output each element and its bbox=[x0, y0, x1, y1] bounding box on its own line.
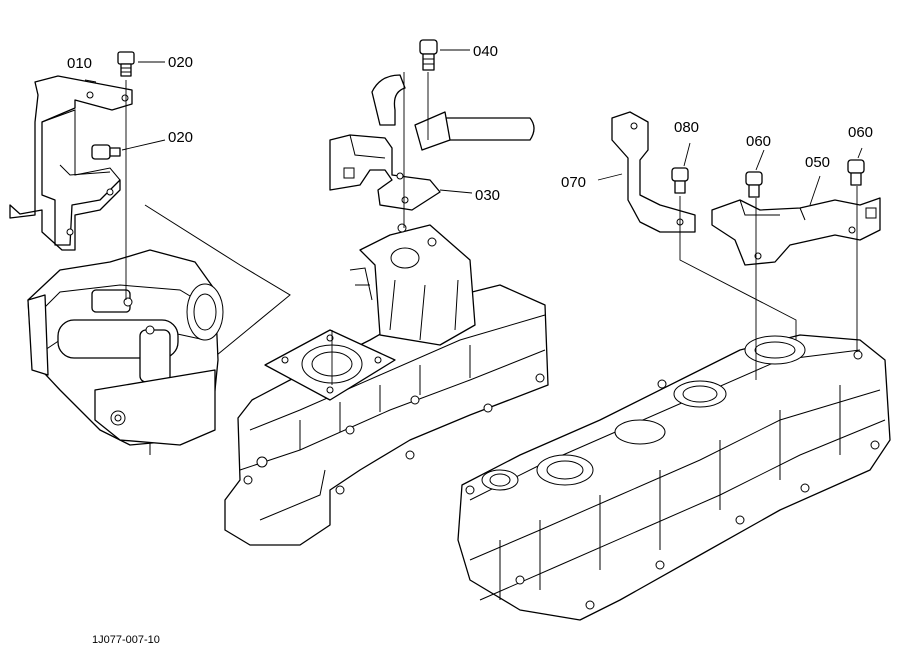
bolt-060-left bbox=[745, 171, 763, 198]
hose-assembly bbox=[371, 74, 535, 151]
bolt-060-right bbox=[847, 159, 865, 186]
callout-030: 030 bbox=[475, 187, 500, 204]
callout-080: 080 bbox=[674, 119, 699, 136]
intake-manifold bbox=[224, 223, 549, 546]
throttle-bore bbox=[186, 283, 224, 341]
bolt-020-top bbox=[117, 51, 135, 77]
drain-plug bbox=[110, 410, 126, 426]
callout-010: 010 bbox=[67, 55, 92, 72]
bracket-030 bbox=[329, 134, 441, 211]
oil-filler-opening bbox=[744, 335, 806, 365]
drawing-code: 1J077-007-10 bbox=[92, 634, 160, 646]
callout-050: 050 bbox=[805, 154, 830, 171]
callout-070: 070 bbox=[561, 174, 586, 191]
throttle-body-assembly bbox=[27, 204, 291, 455]
bolt-040 bbox=[419, 39, 438, 71]
cylinder-head-cover bbox=[457, 334, 891, 621]
bolt-080 bbox=[671, 167, 689, 194]
bracket-050 bbox=[711, 197, 881, 266]
callout-040: 040 bbox=[473, 43, 498, 60]
callout-020-top: 020 bbox=[168, 54, 193, 71]
callout-060-right: 060 bbox=[848, 124, 873, 141]
callout-060-left: 060 bbox=[746, 133, 771, 150]
callout-020-side: 020 bbox=[168, 129, 193, 146]
bracket-010 bbox=[9, 75, 133, 251]
bolt-020-side bbox=[91, 144, 121, 160]
